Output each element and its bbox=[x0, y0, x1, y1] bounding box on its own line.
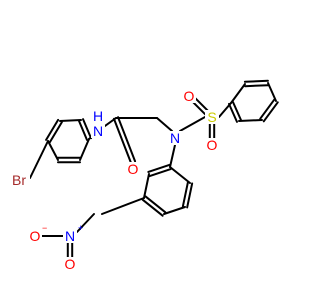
amide-nitrogen-label: N bbox=[93, 123, 103, 139]
atom-label-layer: N H O N S O O N + O bbox=[8, 88, 219, 272]
carbonyl-double-bond-a bbox=[112, 117, 132, 164]
nitroaryl-bond-3 bbox=[163, 206, 186, 215]
molecule-structure-diagram: N H O N S O O N + O bbox=[8, 79, 279, 272]
phenyl-bond-4-a bbox=[259, 98, 276, 120]
sulfonamide-nitrogen-atom: N bbox=[168, 130, 182, 146]
bond-layer bbox=[29, 79, 279, 258]
nitroaryl-bond-4-a bbox=[144, 195, 167, 214]
bromoaryl-bond-1-a bbox=[82, 118, 93, 140]
bromoaryl-bond-3-a bbox=[45, 118, 60, 141]
nitro-nitrogen-charge: + bbox=[78, 223, 83, 233]
n-sulfur-bond bbox=[179, 116, 206, 132]
nitro-oxygen-label-1: O bbox=[30, 228, 41, 244]
bromoaryl-bond-6 bbox=[79, 138, 90, 161]
aryl-bromine-bond bbox=[29, 140, 49, 179]
sulfonyl-oxygen-label-2: O bbox=[207, 137, 218, 153]
bromine-label: Br bbox=[12, 172, 26, 188]
nitro-nitrogen-atom: N + bbox=[63, 223, 83, 244]
nitro-oxygen-atom-1: O − bbox=[28, 223, 47, 244]
nitro-oxygen-label-2: O bbox=[65, 256, 76, 272]
bromine-atom: Br bbox=[8, 172, 30, 188]
carbonyl-double-bond-b bbox=[117, 116, 137, 163]
phenyl-bond-5 bbox=[238, 119, 263, 122]
nitroaryl-bond-1 bbox=[169, 166, 191, 184]
n-nitroaryl-bond bbox=[169, 144, 176, 168]
sulfonamide-nitrogen-label: N bbox=[170, 130, 180, 146]
carbonyl-oxygen-label: O bbox=[128, 161, 139, 177]
nitro-oxygen-atom-2: O bbox=[63, 256, 77, 272]
amide-nitrogen-atom: N H bbox=[91, 108, 105, 139]
nitroaryl-bond-5 bbox=[143, 173, 150, 199]
sulfur-oxygen-double-bond-1-b bbox=[191, 100, 207, 116]
sulfonyl-oxygen-label-1: O bbox=[184, 88, 195, 104]
phenyl-bond-2-a bbox=[244, 84, 270, 88]
sulfur-oxygen-double-bond-1-a bbox=[194, 97, 210, 113]
nitroaryl-nitro-bond bbox=[101, 197, 145, 215]
nitro-c-n-bond bbox=[76, 213, 95, 233]
nitroaryl-bond-4-b bbox=[141, 198, 164, 217]
nitro-oxygen-charge: − bbox=[42, 223, 47, 233]
bromoaryl-bond-4 bbox=[47, 140, 59, 161]
phenyl-bond-4-b bbox=[262, 101, 279, 123]
bromoaryl-bond-3-b bbox=[48, 121, 63, 144]
phenyl-bond-6-b bbox=[227, 102, 238, 123]
methylene-n-bond bbox=[156, 117, 173, 132]
phenyl-bond-6-a bbox=[232, 101, 243, 122]
sulfur-atom: S bbox=[205, 109, 219, 125]
phenyl-bond-1 bbox=[230, 83, 246, 104]
bromoaryl-bond-1-b bbox=[77, 119, 88, 141]
phenyl-bond-3 bbox=[267, 82, 277, 102]
nitroaryl-bond-6-b bbox=[147, 163, 171, 173]
nitro-nitrogen-label: N bbox=[65, 228, 75, 244]
sulfur-label: S bbox=[207, 109, 216, 125]
nitroaryl-bond-6-a bbox=[148, 168, 172, 178]
nitroaryl-bond-2-b bbox=[186, 182, 194, 209]
sulfonyl-oxygen-atom-1: O bbox=[182, 88, 196, 104]
sulfonyl-oxygen-atom-2: O bbox=[205, 137, 219, 153]
carbonyl-oxygen-atom: O bbox=[126, 161, 140, 177]
amide-hydrogen-label: H bbox=[93, 108, 103, 124]
bromoaryl-bond-2 bbox=[59, 119, 82, 122]
phenyl-bond-2-b bbox=[243, 79, 269, 83]
nitroaryl-bond-2-a bbox=[181, 181, 189, 208]
